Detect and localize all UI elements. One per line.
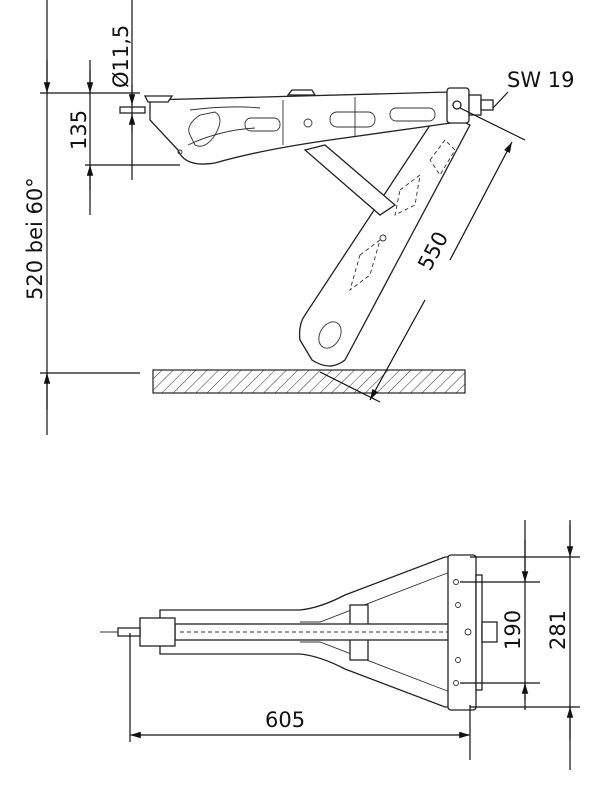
dim-height-label: 520 bei 60° (23, 177, 47, 300)
dim-281-label: 281 (546, 610, 570, 650)
top-view: 605 190 281 (100, 520, 580, 770)
dim-width-label: 605 (265, 708, 305, 732)
upper-arm (119, 87, 494, 165)
dim-diameter-label: Ø11,5 (109, 25, 133, 88)
dim-length-label: 550 (413, 228, 453, 275)
lower-arm (298, 109, 471, 367)
dim-wrench-label: SW 19 (507, 68, 575, 92)
dim-135-label: 135 (67, 110, 91, 150)
dim-190-label: 190 (501, 610, 525, 650)
strut (303, 144, 397, 216)
ground-hatch (152, 369, 466, 394)
side-view: 520 bei 60° 135 Ø11,5 SW 19 550 (23, 0, 575, 435)
